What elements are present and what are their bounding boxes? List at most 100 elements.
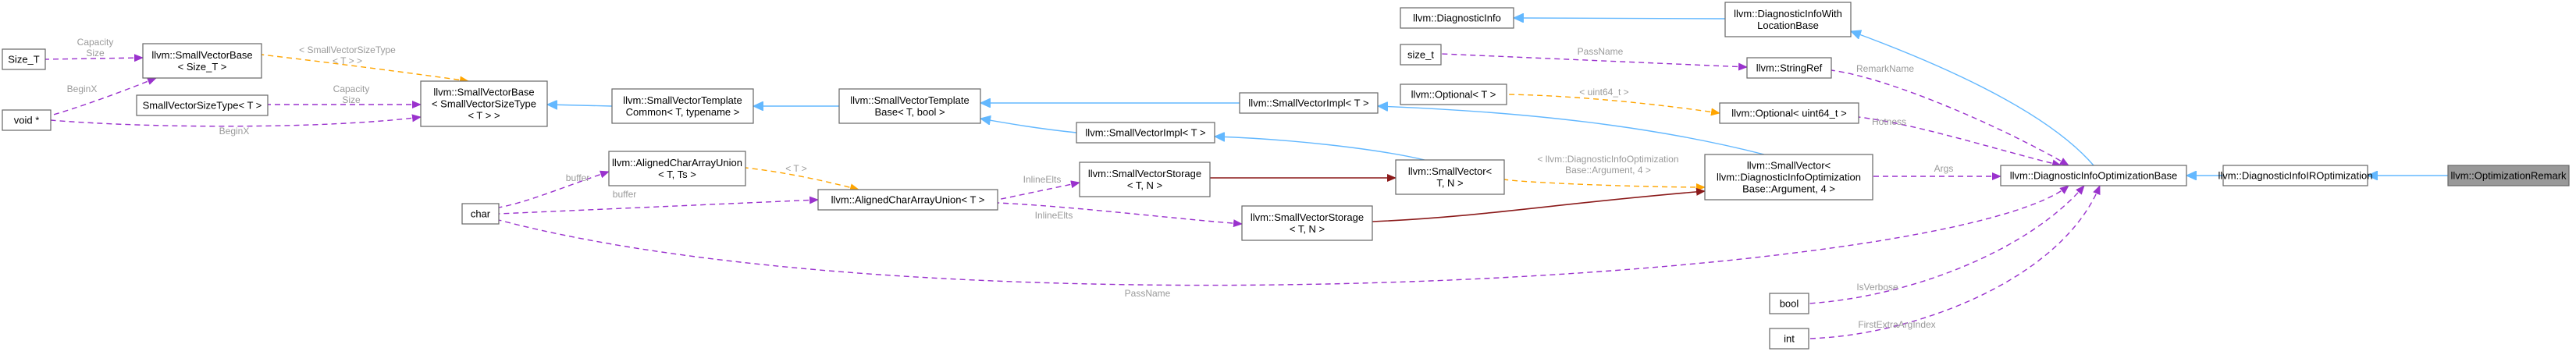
class-node-smallvectorstorage-tn-top[interactable]: llvm::SmallVectorStorage< T, N > xyxy=(1079,162,1211,197)
usage-edge-is-verbose xyxy=(1808,185,2085,304)
class-node-size-t[interactable]: size_t xyxy=(1400,44,1442,66)
usage-edge-begin-x xyxy=(50,77,157,116)
class-node-box xyxy=(1704,154,1873,201)
class-node-label: llvm::SmallVectorTemplate xyxy=(850,94,969,106)
class-node-box xyxy=(1746,57,1832,79)
class-node-label: llvm::SmallVectorImpl< T > xyxy=(1248,98,1368,109)
class-node-smallvectorstorage-tn-bot[interactable]: llvm::SmallVectorStorage< T, N > xyxy=(1241,205,1373,241)
class-node-int[interactable]: int xyxy=(1769,328,1809,350)
class-node-diag-info-ir-opt[interactable]: llvm::DiagnosticInfoIROptimization xyxy=(2218,165,2373,186)
composition-edge xyxy=(1372,187,1706,222)
usage-edge-begin-x xyxy=(50,114,422,127)
class-node-label: Size_T xyxy=(8,54,40,66)
class-node-smallvectorimpl-t-top[interactable]: llvm::SmallVectorImpl< T > xyxy=(1239,92,1379,114)
usage-edge-inline-elts xyxy=(997,180,1080,201)
inheritance-edge xyxy=(1378,106,1765,155)
class-node-size-T[interactable]: Size_T xyxy=(2,48,46,70)
class-node-box xyxy=(2447,165,2570,186)
class-node-label: char xyxy=(471,208,491,220)
class-node-smallvector-tn[interactable]: llvm::SmallVector<T, N > xyxy=(1395,159,1505,195)
class-node-label: llvm::SmallVectorBase xyxy=(151,49,252,61)
edge-label-uint64: < uint64_t > xyxy=(1579,87,1628,98)
class-node-smallvector-base-sizetype[interactable]: llvm::SmallVectorBase< SmallVectorSizeTy… xyxy=(420,80,548,127)
edge-label-smallvector-arg-tmpl: < llvm::DiagnosticInfoOptimization xyxy=(1537,154,1678,165)
edge-label-pass-name: PassName xyxy=(1125,288,1171,299)
class-node-box xyxy=(1769,328,1809,350)
class-node-diag-info-opt-base[interactable]: llvm::DiagnosticInfoOptimizationBase xyxy=(2000,165,2187,186)
class-node-box xyxy=(2,48,46,70)
class-node-label: < T > > xyxy=(468,110,500,122)
edge-label-t-tmpl: < T > xyxy=(785,163,807,174)
usage-edge-buffer xyxy=(498,196,819,215)
class-node-box xyxy=(2222,165,2368,186)
template-edge-smallvector-arg xyxy=(1503,179,1706,191)
class-node-box xyxy=(1076,122,1215,144)
class-node-label: llvm::SmallVectorBase xyxy=(433,87,534,98)
inheritance-edge xyxy=(547,105,613,106)
class-node-label: llvm::Optional< T > xyxy=(1411,89,1496,101)
edge-label-buffer-1: buffer xyxy=(613,189,636,200)
template-edge-smallvector-base xyxy=(261,54,469,84)
class-node-label: int xyxy=(1784,333,1795,345)
class-node-aligned-char-array-union-t-ts[interactable]: llvm::AlignedCharArrayUnion< T, Ts > xyxy=(608,151,746,186)
template-edge-uint64 xyxy=(1506,94,1720,116)
class-node-box xyxy=(1241,205,1373,241)
class-node-label: size_t xyxy=(1407,49,1434,61)
usage-edge-pass-name xyxy=(1440,53,1748,71)
usage-edge-inline-elts xyxy=(997,202,1243,228)
edge-label-sizevector-tmpl: < T > > xyxy=(333,55,362,66)
class-node-smallvectorimpl-t-mid[interactable]: llvm::SmallVectorImpl< T > xyxy=(1076,122,1215,144)
class-node-label: LocationBase xyxy=(1757,20,1819,31)
class-node-label: llvm::OptimizationRemark xyxy=(2450,170,2567,182)
class-node-label: void * xyxy=(14,115,40,126)
class-node-box xyxy=(1400,7,1514,29)
edge-label-buffer-2: buffer xyxy=(566,172,589,183)
class-node-label: llvm::AlignedCharArrayUnion xyxy=(612,157,742,169)
class-node-label: < T, Ts > xyxy=(658,169,696,180)
class-node-char[interactable]: char xyxy=(461,203,500,225)
class-node-bool[interactable]: bool xyxy=(1769,293,1809,314)
class-node-box xyxy=(2000,165,2187,186)
usage-edge-pass-name xyxy=(498,185,2069,286)
class-node-optional-t[interactable]: llvm::Optional< T > xyxy=(1400,83,1507,105)
usage-edge-hotness xyxy=(1858,116,2062,168)
class-node-label: SmallVectorSizeType< T > xyxy=(143,100,262,112)
class-node-void-ptr[interactable]: void * xyxy=(2,109,52,131)
class-node-box xyxy=(611,88,754,124)
class-node-smallvector-base-size-t[interactable]: llvm::SmallVectorBase< Size_T > xyxy=(142,43,262,79)
class-node-label: llvm::DiagnosticInfoOptimization xyxy=(1717,172,1861,183)
edge-label-args: Args xyxy=(1934,163,1954,174)
class-node-label: < T, N > xyxy=(1290,223,1325,235)
class-node-label: llvm::SmallVector< xyxy=(1408,165,1492,177)
usage-edge-capacity-size xyxy=(44,54,144,62)
inheritance-edge xyxy=(1851,31,2094,166)
class-node-box xyxy=(1395,159,1505,195)
class-node-box xyxy=(461,203,500,225)
class-node-box xyxy=(1769,293,1809,314)
class-node-smallvector-arg[interactable]: llvm::SmallVector<llvm::DiagnosticInfoOp… xyxy=(1704,154,1873,201)
class-node-string-ref[interactable]: llvm::StringRef xyxy=(1746,57,1832,79)
class-node-label: llvm::SmallVectorTemplate xyxy=(623,94,742,106)
edge-label-begin-x-1: BeginX xyxy=(219,126,250,137)
class-node-aligned-char-array-union-t[interactable]: llvm::AlignedCharArrayUnion< T > xyxy=(817,189,998,211)
class-node-smallvector-size-type[interactable]: SmallVectorSizeType< T > xyxy=(136,94,269,116)
edge-label-capacity-size-1: Size xyxy=(342,94,361,105)
class-node-box xyxy=(420,80,548,127)
class-node-label: bool xyxy=(1780,298,1799,310)
edge-label-inline-elts-2: InlineElts xyxy=(1035,210,1073,221)
edge-label-capacity-size-2: Size xyxy=(86,48,105,59)
class-node-label: llvm::DiagnosticInfoOptimizationBase xyxy=(2010,170,2178,182)
inheritance-edge xyxy=(1215,137,1425,161)
edge-label-begin-x-2: BeginX xyxy=(67,83,98,94)
class-node-optimization-remark: llvm::OptimizationRemark xyxy=(2447,165,2570,186)
edge-label-remark-name: RemarkName xyxy=(1856,63,1914,74)
edge-label-capacity-size-1: Capacity xyxy=(333,83,370,94)
class-node-box xyxy=(1400,83,1507,105)
class-node-label: llvm::SmallVectorImpl< T > xyxy=(1085,127,1205,139)
class-node-optional-uint64[interactable]: llvm::Optional< uint64_t > xyxy=(1719,102,1859,124)
class-node-diag-info[interactable]: llvm::DiagnosticInfo xyxy=(1400,7,1514,29)
